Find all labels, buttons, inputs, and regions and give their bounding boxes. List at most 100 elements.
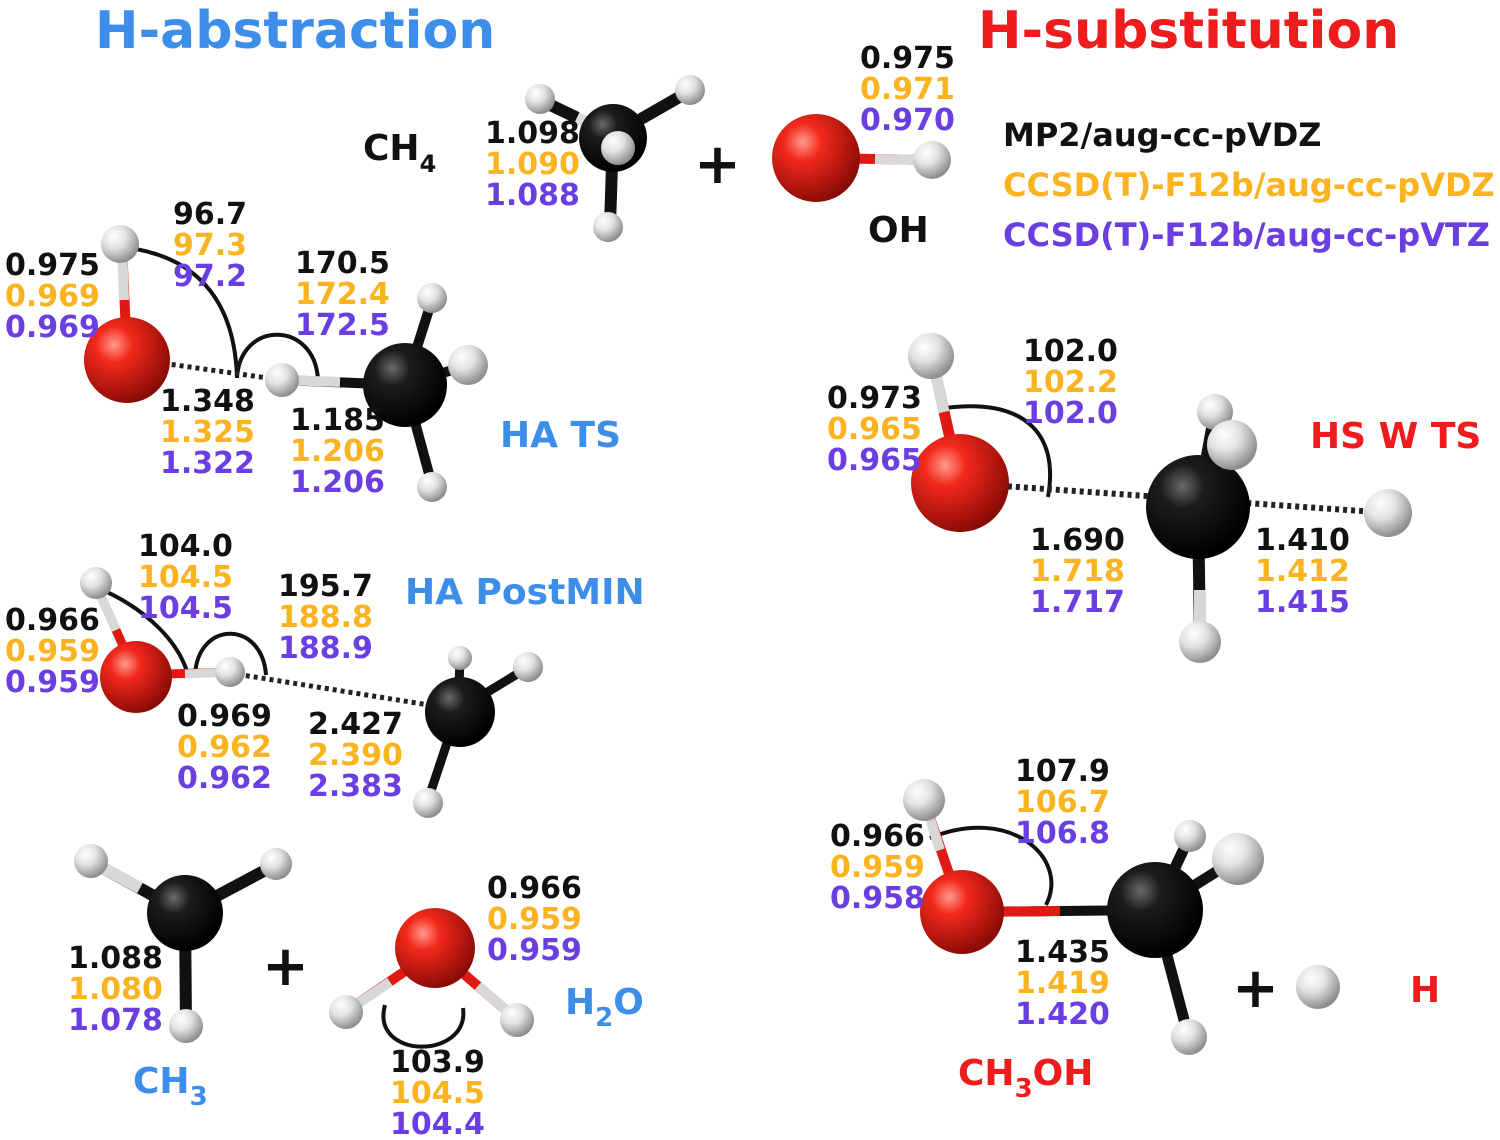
label-ch3oh: CH3OH	[958, 1053, 1093, 1104]
value-ccsdt-vdz: 0.971	[860, 72, 955, 107]
value-ccsdt-vtz: 2.383	[308, 769, 403, 804]
o-atom	[772, 114, 860, 202]
value-ccsdt-vtz: 0.965	[827, 443, 922, 478]
c-atom	[147, 875, 223, 951]
plus-sign: +	[1232, 956, 1279, 1021]
ch4-molecule	[525, 75, 705, 242]
h2o-angle-values: 103.9 104.5 104.4	[390, 1045, 485, 1140]
ha-ts-oh-distance-values: 1.348 1.325 1.322	[160, 384, 255, 481]
value-mp2: 0.966	[487, 871, 582, 906]
label-ch3: CH3	[133, 1061, 208, 1112]
ha-postmin-hc-distance-values: 2.427 2.390 2.383	[308, 707, 403, 804]
value-mp2: 0.966	[830, 819, 925, 854]
oh-values: 0.975 0.971 0.970	[860, 41, 955, 138]
ch3oh-co-values: 1.435 1.419 1.420	[1015, 935, 1110, 1032]
value-ccsdt-vtz: 1.717	[1030, 585, 1125, 620]
h-atom	[513, 652, 543, 682]
value-ccsdt-vdz: 1.325	[160, 415, 255, 450]
label-ha-postmin: HA PostMIN	[405, 572, 645, 613]
legend-item-ccsdt-vdz: CCSD(T)-F12b/aug-cc-pVDZ	[1003, 166, 1495, 204]
legend-item-ccsdt-vtz: CCSD(T)-F12b/aug-cc-pVTZ	[1003, 216, 1490, 254]
h-atom	[1171, 1019, 1207, 1055]
value-ccsdt-vdz: 104.5	[390, 1076, 485, 1111]
label-oh: OH	[868, 210, 929, 251]
h-atom	[903, 779, 945, 821]
ha-ts-oh-values: 0.975 0.969 0.969	[5, 248, 100, 345]
c-atom	[425, 677, 495, 747]
value-ccsdt-vtz: 1.078	[68, 1003, 163, 1038]
o-atom	[395, 908, 475, 988]
value-ccsdt-vdz: 0.959	[487, 902, 582, 937]
h-atom	[74, 844, 108, 878]
oh-molecule	[772, 114, 951, 202]
h-atom	[675, 75, 705, 105]
value-mp2: 1.410	[1255, 523, 1350, 558]
value-ccsdt-vtz: 1.206	[290, 465, 385, 500]
h-atom	[169, 1009, 203, 1043]
h-atom	[908, 333, 954, 379]
value-mp2: 102.0	[1023, 334, 1118, 369]
hs-w-ts-ch-values: 1.410 1.412 1.415	[1255, 523, 1350, 620]
h-atom	[1207, 420, 1257, 470]
legend-item-mp2: MP2/aug-cc-pVDZ	[1003, 116, 1321, 154]
plus-sign: +	[262, 934, 309, 999]
value-ccsdt-vtz: 0.962	[177, 761, 272, 796]
ch3oh-angle-values: 107.9 106.7 106.8	[1015, 754, 1110, 851]
value-ccsdt-vtz: 1.420	[1015, 997, 1110, 1032]
value-mp2: 1.690	[1030, 523, 1125, 558]
value-mp2: 1.098	[485, 116, 580, 151]
h-atom-product	[1296, 965, 1340, 1009]
ch3-ch-values: 1.088 1.080 1.078	[68, 941, 163, 1038]
value-mp2: 96.7	[173, 197, 247, 232]
h-atom	[1174, 820, 1206, 852]
o-atom	[100, 641, 172, 713]
value-ccsdt-vdz: 0.959	[830, 850, 925, 885]
value-mp2: 0.975	[5, 248, 100, 283]
value-mp2: 0.973	[827, 381, 922, 416]
value-ccsdt-vdz: 0.959	[5, 634, 100, 669]
ch4-ch-values: 1.098 1.090 1.088	[485, 116, 580, 213]
h-atom	[500, 1003, 534, 1037]
value-ccsdt-vtz: 0.969	[5, 310, 100, 345]
value-ccsdt-vdz: 97.3	[173, 228, 247, 263]
value-ccsdt-vdz: 188.8	[278, 600, 373, 635]
value-ccsdt-vtz: 0.970	[860, 103, 955, 138]
value-ccsdt-vtz: 188.9	[278, 631, 373, 666]
label-h2o: H2O	[565, 982, 644, 1033]
value-mp2: 1.185	[290, 403, 385, 438]
h-atom	[417, 472, 447, 502]
ha-postmin-angle-hoh-values: 104.0 104.5 104.5	[138, 529, 233, 626]
value-ccsdt-vdz: 102.2	[1023, 365, 1118, 400]
value-ccsdt-vdz: 1.419	[1015, 966, 1110, 1001]
value-ccsdt-vdz: 0.969	[5, 279, 100, 314]
value-ccsdt-vtz: 97.2	[173, 259, 247, 294]
h-atom	[215, 657, 245, 687]
value-ccsdt-vtz: 104.4	[390, 1107, 485, 1140]
value-ccsdt-vtz: 0.959	[5, 665, 100, 700]
legend: MP2/aug-cc-pVDZ CCSD(T)-F12b/aug-cc-pVDZ…	[1003, 116, 1495, 254]
value-ccsdt-vdz: 1.090	[485, 147, 580, 182]
h-atom	[265, 363, 299, 397]
value-ccsdt-vtz: 102.0	[1023, 396, 1118, 431]
value-mp2: 2.427	[308, 707, 403, 742]
ha-postmin-oh-short-values: 0.969 0.962 0.962	[177, 699, 272, 796]
h-atom	[448, 345, 488, 385]
h-atom	[525, 84, 555, 114]
h-atom	[260, 848, 292, 880]
h-atom	[1212, 833, 1264, 885]
ch3oh-molecule	[903, 779, 1264, 1055]
value-ccsdt-vtz: 106.8	[1015, 816, 1110, 851]
title-h-substitution: H-substitution	[978, 1, 1399, 61]
value-mp2: 170.5	[295, 246, 390, 281]
h-atom	[448, 646, 472, 670]
value-ccsdt-vdz: 0.965	[827, 412, 922, 447]
hs-w-ts-oc-values: 1.690 1.718 1.717	[1030, 523, 1125, 620]
ha-ts-molecule	[84, 225, 488, 502]
h-atom	[80, 567, 112, 599]
h-atom	[913, 141, 951, 179]
h-atom	[101, 225, 139, 263]
o-atom	[84, 317, 170, 403]
c-atom	[1146, 455, 1250, 559]
value-ccsdt-vdz: 0.962	[177, 730, 272, 765]
ha-postmin-angle-ohc-values: 195.7 188.8 188.9	[278, 569, 373, 666]
